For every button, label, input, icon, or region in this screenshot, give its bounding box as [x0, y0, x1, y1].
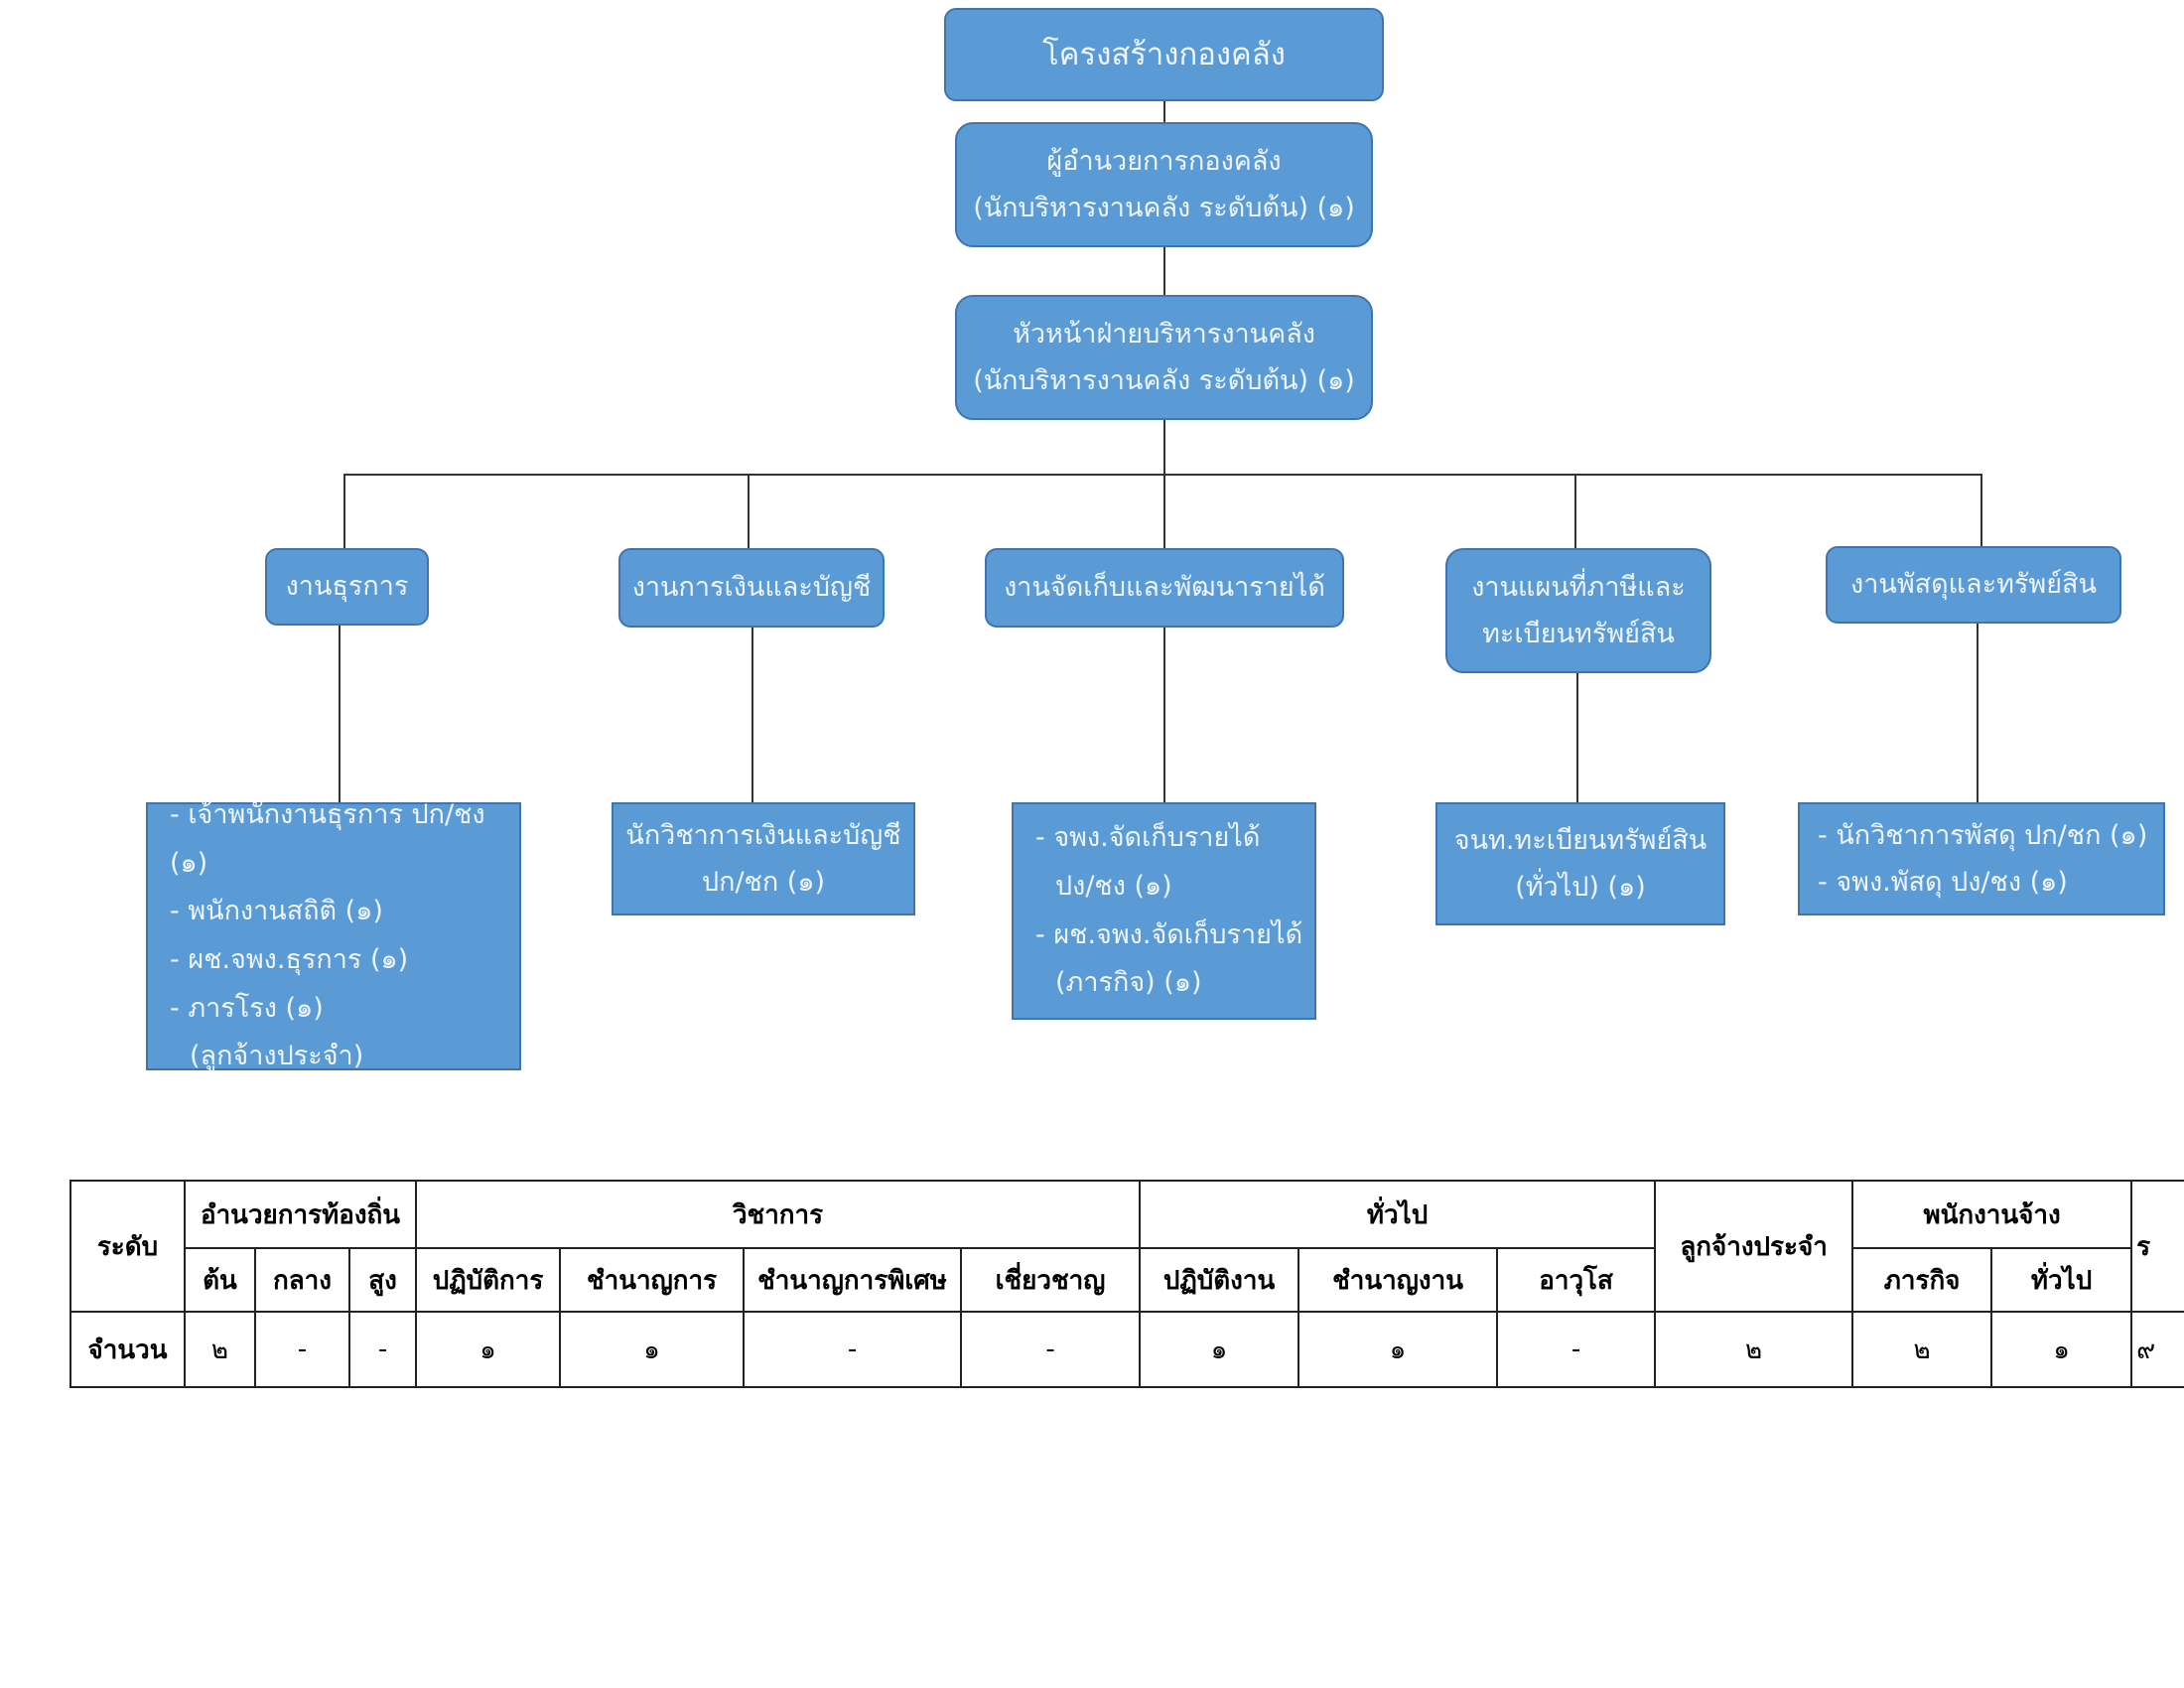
director-box: ผู้อำนวยการกองคลัง (นักบริหารงานคลัง ระด… — [955, 122, 1373, 247]
unit-label-line2: ทะเบียนทรัพย์สิน — [1482, 619, 1675, 649]
staff-item: (ภารกิจ) (๑) — [1055, 967, 1202, 999]
group-header-general: ทั่วไป — [1139, 1180, 1657, 1249]
staff-item: (ลูกจ้างประจำ) — [190, 1041, 364, 1072]
group-header-permanent: ลูกจ้างประจำ — [1654, 1180, 1854, 1313]
sub-header: ชำนาญการพิเศษ — [743, 1247, 963, 1313]
unit-label: งานการเงินและบัญชี — [631, 572, 872, 604]
sub-header: สูง — [347, 1247, 418, 1313]
sub-header: ภารกิจ — [1851, 1247, 1993, 1313]
count-cell: - — [254, 1311, 350, 1388]
sub-header: ชำนาญงาน — [1297, 1247, 1499, 1313]
staff-box-admin: - เจ้าพนักงานธุรการ ปก/ชง (๑) - พนักงานส… — [146, 799, 521, 1071]
sub-header: ปฏิบัติการ — [415, 1247, 562, 1313]
head-box: หัวหน้าฝ่ายบริหารงานคลัง (นักบริหารงานคล… — [955, 295, 1373, 420]
connector-line — [343, 474, 345, 548]
head-position: (นักบริหารงานคลัง ระดับต้น) (๑) — [973, 365, 1355, 396]
unit-label: งานพัสดุและทรัพย์สิน — [1850, 569, 2097, 601]
connector-line — [751, 628, 753, 802]
staff-item: จนท.ทะเบียนทรัพย์สิน — [1453, 824, 1707, 856]
group-header-local-admin: อำนวยการท้องถิ่น — [183, 1180, 418, 1249]
count-cell: ๒ — [1851, 1311, 1993, 1388]
connector-line — [1980, 474, 1982, 548]
staff-summary-table: ระดับ อำนวยการท้องถิ่น วิชาการ ทั่วไป ลู… — [69, 1180, 2184, 1388]
count-cell: ๑ — [1990, 1311, 2133, 1388]
unit-box-tax-map: งานแผนที่ภาษีและ ทะเบียนทรัพย์สิน — [1445, 548, 1711, 673]
connector-line — [1576, 673, 1578, 802]
connector-line — [1163, 247, 1165, 295]
director-position: (นักบริหารงานคลัง ระดับต้น) (๑) — [973, 193, 1355, 223]
count-cell: - — [1496, 1311, 1657, 1388]
connector-line — [1163, 474, 1165, 548]
staff-item: - เจ้าพนักงานธุรการ ปก/ชง (๑) — [170, 799, 485, 879]
unit-label: งานจัดเก็บและพัฒนารายได้ — [1004, 572, 1325, 604]
sub-header: ปฏิบัติงาน — [1139, 1247, 1300, 1313]
group-header-contract: พนักงานจ้าง — [1851, 1180, 2133, 1249]
staff-item: - พนักงานสถิติ (๑) — [170, 896, 383, 927]
staff-item: - ผช.จพง.ธุรการ (๑) — [170, 944, 409, 975]
connector-line — [1163, 101, 1165, 122]
unit-label: งานธุรการ — [285, 571, 409, 603]
staff-item: - ภารโรง (๑) — [170, 992, 324, 1024]
unit-box-finance: งานการเงินและบัญชี — [618, 548, 885, 628]
staff-item: ปง/ชง (๑) — [1055, 870, 1172, 902]
count-cell: ๒ — [184, 1311, 256, 1388]
sub-header: เชี่ยวชาญ — [960, 1247, 1142, 1313]
connector-line — [343, 474, 1981, 476]
sub-header: อาวุโส — [1496, 1247, 1657, 1313]
connector-line — [748, 474, 750, 548]
count-cell: ๒ — [1654, 1311, 1854, 1388]
sub-header: กลาง — [254, 1247, 350, 1313]
group-header-total: ร — [2130, 1180, 2184, 1313]
staff-box-tax-map: จนท.ทะเบียนทรัพย์สิน (ทั่วไป) (๑) — [1435, 802, 1725, 925]
staff-item: ปก/ชก (๑) — [701, 867, 826, 898]
count-cell: ๑ — [1139, 1311, 1300, 1388]
staff-box-supplies: - นักวิชาการพัสดุ ปก/ชก (๑) - จพง.พัสดุ … — [1798, 802, 2165, 915]
count-cell-total: ๙ — [2130, 1311, 2184, 1388]
level-header: ระดับ — [69, 1180, 186, 1313]
org-title: โครงสร้างกองคลัง — [1042, 36, 1286, 72]
connector-line — [1574, 474, 1576, 548]
sub-header: ชำนาญการ — [559, 1247, 746, 1313]
staff-item: นักวิชาการเงินและบัญชี — [625, 819, 901, 851]
count-label: จำนวน — [69, 1311, 186, 1388]
connector-line — [339, 626, 341, 802]
director-title: ผู้อำนวยการกองคลัง — [1046, 145, 1282, 177]
connector-line — [1163, 420, 1165, 475]
count-cell: - — [743, 1311, 963, 1388]
staff-box-finance: นักวิชาการเงินและบัญชี ปก/ชก (๑) — [612, 802, 915, 915]
staff-item: (ทั่วไป) (๑) — [1515, 872, 1646, 903]
count-cell: - — [347, 1311, 418, 1388]
count-cell: ๑ — [1297, 1311, 1499, 1388]
unit-label-line1: งานแผนที่ภาษีและ — [1471, 571, 1686, 603]
count-cell: - — [960, 1311, 1142, 1388]
staff-box-revenue: - จพง.จัดเก็บรายได้ ปง/ชง (๑) - ผช.จพง.จ… — [1012, 802, 1316, 1020]
connector-line — [1977, 624, 1979, 802]
unit-box-revenue: งานจัดเก็บและพัฒนารายได้ — [985, 548, 1344, 628]
unit-box-admin: งานธุรการ — [265, 548, 429, 626]
sub-header: ทั่วไป — [1990, 1247, 2133, 1313]
count-cell: ๑ — [559, 1311, 746, 1388]
head-title: หัวหน้าฝ่ายบริหารงานคลัง — [1013, 318, 1315, 350]
group-header-academic: วิชาการ — [415, 1180, 1142, 1249]
connector-line — [1163, 628, 1165, 802]
staff-item: - จพง.พัสดุ ปง/ชง (๑) — [1818, 867, 2068, 898]
sub-header: ต้น — [184, 1247, 256, 1313]
staff-item: - จพง.จัดเก็บรายได้ — [1035, 822, 1261, 854]
staff-item: - นักวิชาการพัสดุ ปก/ชก (๑) — [1818, 819, 2148, 851]
unit-box-supplies: งานพัสดุและทรัพย์สิน — [1826, 546, 2121, 624]
org-title-box: โครงสร้างกองคลัง — [944, 8, 1384, 101]
staff-item: - ผช.จพง.จัดเก็บรายได้ — [1035, 918, 1303, 950]
count-cell: ๑ — [415, 1311, 562, 1388]
